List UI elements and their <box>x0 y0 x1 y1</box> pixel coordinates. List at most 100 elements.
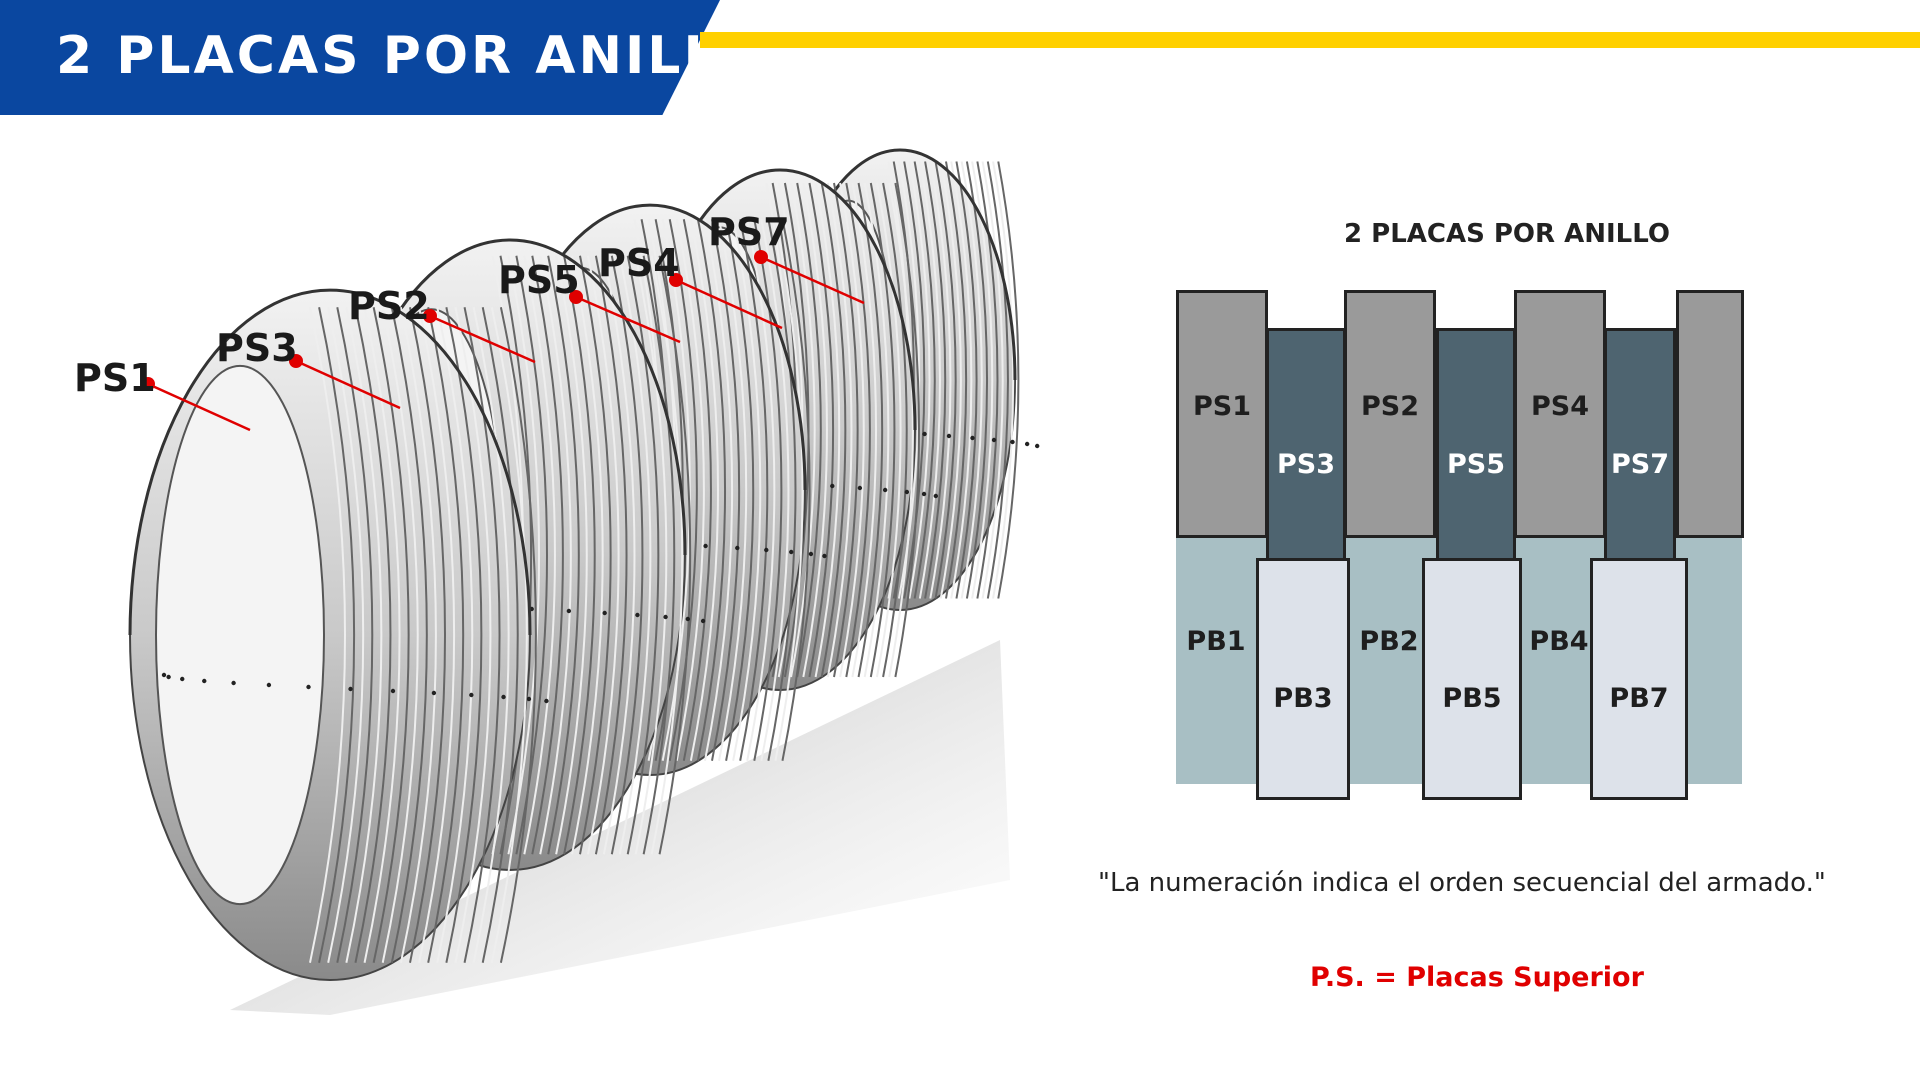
bolt <box>700 618 706 624</box>
corrugation-line <box>507 255 540 855</box>
corrugation-line <box>372 307 410 963</box>
plate-top-ps7-label: PS7 <box>1610 449 1670 480</box>
bolt <box>1034 443 1040 449</box>
corrugation-line <box>563 255 596 855</box>
callout-ps1: PS1 <box>74 356 156 400</box>
corrugation-line <box>445 307 483 963</box>
corrugation-line <box>781 219 811 761</box>
corrugation-line <box>618 255 652 855</box>
corrugation-line <box>711 219 741 761</box>
plate-bottom-pb3-label: PB3 <box>1273 683 1333 714</box>
callout-ps3: PS3 <box>216 326 298 370</box>
bolt <box>469 692 474 698</box>
corrugation-line <box>418 307 456 963</box>
bolt <box>1010 439 1015 445</box>
plate-top-ps1-label: PS1 <box>1192 391 1252 422</box>
legend-ps: P.S. = Placas Superior <box>1310 962 1644 993</box>
corrugation-line <box>826 182 853 678</box>
bolt <box>735 545 740 551</box>
plate-top-ps7: PS7 <box>1604 328 1676 564</box>
pipe-rings <box>128 148 1040 981</box>
corrugation-line <box>634 255 668 855</box>
corrugation-line <box>774 219 804 761</box>
plate-seam <box>128 288 532 636</box>
corrugation-line <box>409 307 446 963</box>
corrugation-line <box>390 307 428 963</box>
bolt <box>526 696 532 702</box>
corrugation-line <box>965 161 989 599</box>
corrugation-line <box>863 182 890 678</box>
bolt <box>857 485 863 491</box>
corrugation-line <box>602 255 636 855</box>
bolt <box>266 682 272 688</box>
bolt <box>663 614 668 620</box>
corrugation-line <box>753 219 783 761</box>
plate-bottom-pb5-label: PB5 <box>1442 683 1502 714</box>
corrugation-line <box>924 161 947 599</box>
corrugation-line <box>767 219 797 761</box>
pipe-ring-segment <box>128 288 549 981</box>
corrugation-line <box>499 255 533 855</box>
corrugation-line <box>820 182 847 678</box>
corrugation-line <box>869 182 896 678</box>
corrugation-line <box>345 307 383 963</box>
corrugation-line <box>808 182 835 678</box>
corrugation-line <box>399 307 437 963</box>
corrugation-line <box>539 255 572 855</box>
corrugation-line <box>955 161 978 599</box>
corrugation-line <box>845 182 871 678</box>
corrugation-line <box>981 161 1004 599</box>
page-title: 2 PLACAS POR ANILLO <box>56 26 765 86</box>
callout-dot <box>669 273 683 287</box>
corrugation-line <box>833 182 859 678</box>
corrugation-line <box>523 255 556 855</box>
bolt <box>566 608 572 614</box>
bolt <box>231 680 236 686</box>
bolt <box>789 549 794 555</box>
corrugation-line <box>851 182 877 678</box>
corrugation-line <box>668 219 698 761</box>
corrugation-line <box>992 161 1015 599</box>
corrugation-line <box>499 307 537 963</box>
plate-bottom-pb7-label: PB7 <box>1609 683 1669 714</box>
corrugation-line <box>547 255 580 855</box>
callout-ps4: PS4 <box>598 241 680 285</box>
corrugation-line <box>918 161 941 599</box>
bolt <box>685 616 691 622</box>
corrugation-line <box>802 182 828 678</box>
bolt <box>1024 441 1030 447</box>
corrugation-line <box>490 307 528 963</box>
plate-bottom-pb5: PB5 <box>1422 558 1522 800</box>
bolt <box>946 433 952 439</box>
corrugation-line <box>650 255 684 855</box>
corrugation-line <box>997 161 1020 599</box>
corrugation-line <box>354 307 392 963</box>
corrugation-line <box>976 161 999 599</box>
plate-top-ps3: PS3 <box>1266 328 1346 564</box>
corrugation-line <box>796 182 822 678</box>
bolt <box>921 491 927 497</box>
bolt <box>904 489 910 495</box>
bolt <box>822 553 827 559</box>
callout-ps5: PS5 <box>498 258 580 302</box>
bolt <box>501 694 506 700</box>
corrugation-line <box>427 307 465 963</box>
plate-bottom-pb3: PB3 <box>1256 558 1350 800</box>
bolt <box>544 698 549 704</box>
plate-top-ps1: PS1 <box>1176 290 1268 538</box>
callout-dot <box>423 309 437 323</box>
plate-top-ps4: PS4 <box>1514 290 1606 538</box>
corrugation-line <box>586 255 620 855</box>
corrugation-line <box>436 307 474 963</box>
corrugation-line <box>760 219 790 761</box>
assembly-order-note: "La numeración indica el orden secuencia… <box>1098 868 1826 898</box>
plate-top-ps5-label: PS5 <box>1446 449 1506 480</box>
header-band <box>0 0 720 115</box>
bolt <box>703 543 708 549</box>
ring-opening <box>155 364 325 906</box>
corrugation-line <box>626 255 660 855</box>
bolt <box>830 483 835 489</box>
bolt <box>390 688 396 694</box>
corrugation-line <box>732 219 762 761</box>
corrugation-line <box>888 182 914 678</box>
